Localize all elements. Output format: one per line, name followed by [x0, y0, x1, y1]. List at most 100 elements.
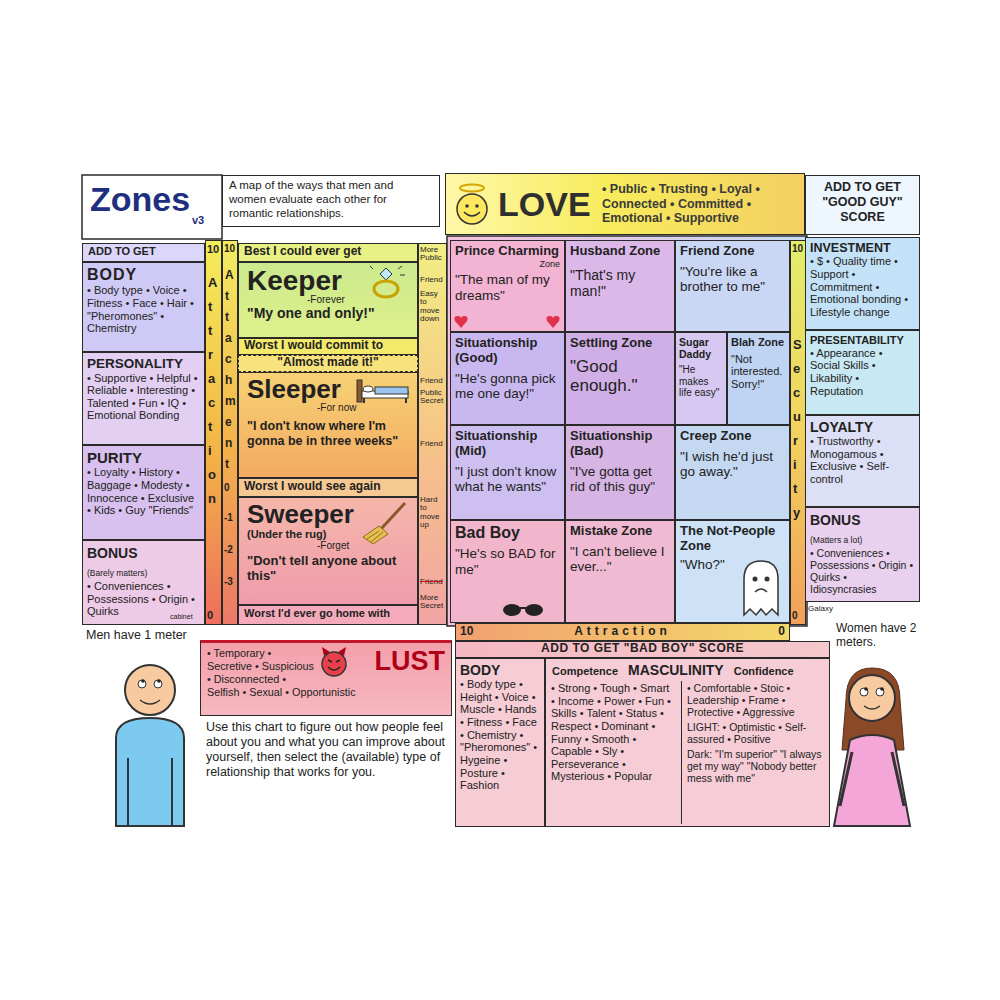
axis-bar-text: 0	[224, 483, 230, 493]
axis-bar-text: -3	[224, 577, 233, 587]
zone-box-text: "I don't know where I'm gonna be in thre…	[247, 419, 409, 448]
trait-box: CompetenceMASCULINITYConfidence• Strong …	[545, 658, 830, 827]
side-scale-text: Friend	[420, 440, 446, 448]
love-band-text: • Public • Trusting • Loyal • Connected …	[602, 182, 798, 225]
zone-box-text: "Don't tell anyone about this"	[247, 554, 409, 584]
zone-box-text: Keeper	[247, 266, 409, 295]
zone-box: Situationship (Good)"He's gonna pick me …	[450, 332, 565, 425]
zone-box-text: "My one and only!"	[247, 305, 409, 321]
side-scale-text: Hard to move up	[420, 496, 446, 530]
trait-box-text: PRESENTABILITY	[810, 334, 915, 347]
threshold-bar: "Almost made it!"	[238, 355, 418, 372]
zone-box-text: -For now	[317, 403, 409, 413]
zone-box-text: Situationship (Mid)	[455, 429, 560, 459]
trait-box-text: • Body type • Height • Voice • Muscle • …	[460, 678, 540, 792]
zone-box-text: Prince Charming	[455, 244, 560, 259]
zone-box: Sleeper-For now "I don't know where I'm g…	[238, 372, 418, 478]
trait-box-text: LOYALTY	[810, 419, 915, 435]
threshold-bar: Best I could ever get	[238, 243, 418, 262]
zone-box: Mistake Zone "I can't believe I ever..."	[565, 520, 675, 623]
axis-bar-text: -2	[224, 545, 233, 555]
side-scale-text: Easy to move down	[420, 290, 446, 324]
trait-box: INVESTMENT• $ • Quality time • Support •…	[805, 237, 920, 330]
zone-box-text: "I can't believe I ever..."	[570, 544, 670, 575]
trait-box-text: • Trustworthy • Monogamous • Exclusive •…	[810, 435, 915, 486]
trait-list-text: LIGHT: • Optimistic • Self-assured • Pos…	[687, 721, 822, 745]
note-label: Galaxy	[808, 604, 833, 613]
trait-list-text: • Strong • Tough • Smart • Income • Powe…	[551, 682, 676, 783]
trait-box-text: (Matters a lot)	[810, 536, 862, 546]
trait-box-text: INVESTMENT	[810, 241, 915, 255]
axis-bar-text: 10	[207, 244, 219, 255]
axis-bar-text: 10	[460, 625, 473, 638]
threshold-bar-text: Worst I would commit to	[244, 339, 412, 352]
zone-box: Blah Zone"Not interested. Sorry!"	[727, 332, 790, 425]
side-scale-text: More Secret	[420, 594, 446, 611]
zone-box: Prince CharmingZone"The man of my dreams…	[450, 240, 565, 332]
ring-icon	[365, 266, 407, 300]
trait-list-text: Dark: "I'm superior" "I always get my wa…	[687, 748, 822, 784]
zone-box-text: Sleeper	[247, 376, 409, 403]
zone-box-text: "That's my man!"	[570, 267, 670, 299]
trait-box: PERSONALITY• Supportive • Helpful • Reli…	[82, 352, 205, 445]
love-band: LOVE• Public • Trusting • Loyal • Connec…	[445, 173, 805, 235]
axis-bar-text: Attachment	[225, 265, 237, 475]
trait-box: BONUS(Matters a lot)• Conveniences • Pos…	[805, 507, 920, 602]
zone-box: Keeper-Forever"My one and only!"	[238, 262, 418, 338]
trait-box-text: • Conveniences • Possessions • Origin • …	[87, 580, 200, 618]
trait-box-text: • Conveniences • Possessions • Origin • …	[810, 547, 915, 595]
axis-bar: 10Attraction0	[205, 240, 222, 625]
score-header-text: ADD TO GET	[88, 245, 199, 257]
zone-box-text: -Forever	[307, 295, 409, 305]
sunglasses-icon	[501, 603, 545, 617]
heart-icons	[453, 315, 561, 329]
devil-icon	[318, 646, 350, 678]
lust-band-text: LUST	[317, 647, 445, 677]
axis-bar: 10Security0	[790, 240, 806, 625]
zone-box: The Not-People Zone"Who?"	[675, 520, 790, 623]
score-header-text: ADD TO GET "GOOD GUY" SCORE	[810, 180, 915, 225]
axis-bar: 10Attraction0	[455, 623, 790, 641]
zone-box: Situationship (Mid)"I just don't know wh…	[450, 425, 565, 520]
trait-box: LOYALTY• Trustworthy • Monogamous • Excl…	[805, 415, 920, 507]
zone-box-text: -Forget	[317, 541, 409, 551]
zone-box-text: Settling Zone	[570, 336, 670, 351]
zone-box-text: Sugar Daddy	[679, 336, 723, 360]
zone-box-text: Bad Boy	[455, 524, 560, 542]
zone-box-text: "He's so BAD for me"	[455, 546, 560, 577]
woman-figure	[834, 668, 910, 826]
zone-box: Settling Zone"Good enough."	[565, 332, 675, 425]
trait-list: • Strong • Tough • Smart • Income • Powe…	[546, 681, 681, 824]
side-scale-text: Public Secret	[420, 389, 446, 406]
trait-list: • Comfortable • Stoic • Leadership • Fra…	[681, 681, 827, 824]
trait-list-text: • Comfortable • Stoic • Leadership • Fra…	[687, 682, 822, 718]
zone-box-text: The Not-People Zone	[680, 524, 785, 554]
trait-box: PURITY• Loyalty • History • Baggage • Mo…	[82, 445, 205, 540]
side-scale-text: Friend	[420, 377, 446, 385]
zone-box-text: Husband Zone	[570, 244, 670, 259]
zone-box-text: Situationship (Good)	[455, 336, 560, 366]
broom-icon	[359, 501, 409, 545]
axis-bar-text: -1	[224, 513, 233, 523]
zone-box-text: Mistake Zone	[570, 524, 670, 539]
title-box	[82, 175, 222, 239]
description-box-text: A map of the ways that men and women eva…	[229, 179, 433, 220]
zone-box-text: "He makes life easy"	[679, 364, 723, 399]
zone-box: Sugar Daddy "He makes life easy"	[675, 332, 727, 425]
threshold-bar: Worst I would commit to	[238, 338, 418, 355]
score-header-text: ADD TO GET "BAD BOY" SCORE	[461, 642, 824, 655]
axis-bar-text: Attraction	[208, 271, 221, 511]
trait-box-text: BODY	[87, 266, 200, 284]
ghost-icon	[740, 559, 782, 617]
love-band-text: LOVE	[452, 187, 602, 221]
side-scale-text: More Public	[420, 246, 446, 263]
threshold-bar-text: Worst I would see again	[244, 480, 412, 493]
axis-bar-text: 10	[792, 244, 803, 254]
zone-box-text: Friend Zone	[680, 244, 785, 259]
trait-box: BODY• Body type • Height • Voice • Muscl…	[455, 658, 545, 827]
trait-box-text: • Loyalty • History • Baggage • Modesty …	[87, 466, 200, 517]
threshold-bar-text: Worst I'd ever go home with	[244, 607, 412, 619]
zone-box: Husband Zone "That's my man!"	[565, 240, 675, 332]
zone-box-text: (Under the rug)	[247, 528, 409, 541]
